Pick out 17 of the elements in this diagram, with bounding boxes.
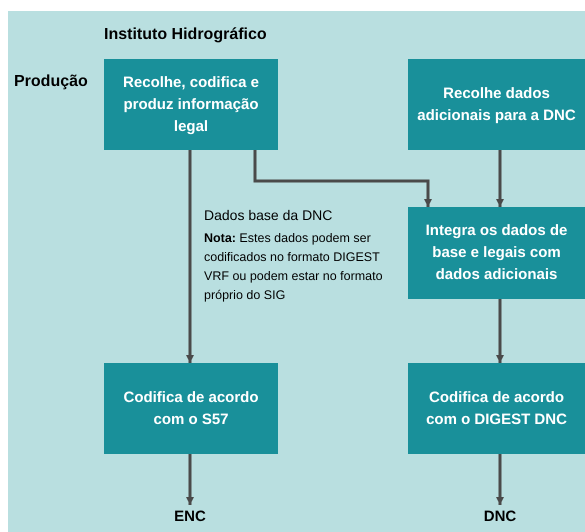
arrow (254, 150, 432, 207)
arrow (496, 454, 504, 505)
process-box: Recolhe dados adicionais para a DNC (408, 59, 585, 150)
process-box: Codifica de acordo com o S57 (104, 363, 278, 454)
row-label: Produção (14, 72, 89, 91)
edge-label: Dados base da DNC (204, 207, 332, 223)
process-box: Recolhe, codifica e produz informação legal (104, 59, 278, 150)
output-label: DNC (480, 505, 520, 527)
arrow (186, 150, 194, 363)
arrow (496, 150, 504, 207)
arrow (186, 454, 194, 505)
output-label: ENC (170, 505, 210, 527)
heading: Instituto Hidrográfico (104, 26, 267, 44)
process-box: Codifica de acordo com o DIGEST DNC (408, 363, 585, 454)
arrow (496, 299, 504, 363)
note-text: Nota: Estes dados podem ser codificados no formato DIGEST VRF ou podem estar no formato próprio do SIG (204, 230, 384, 304)
process-box: Integra os dados de base e legais com dados adicionais (408, 207, 585, 299)
